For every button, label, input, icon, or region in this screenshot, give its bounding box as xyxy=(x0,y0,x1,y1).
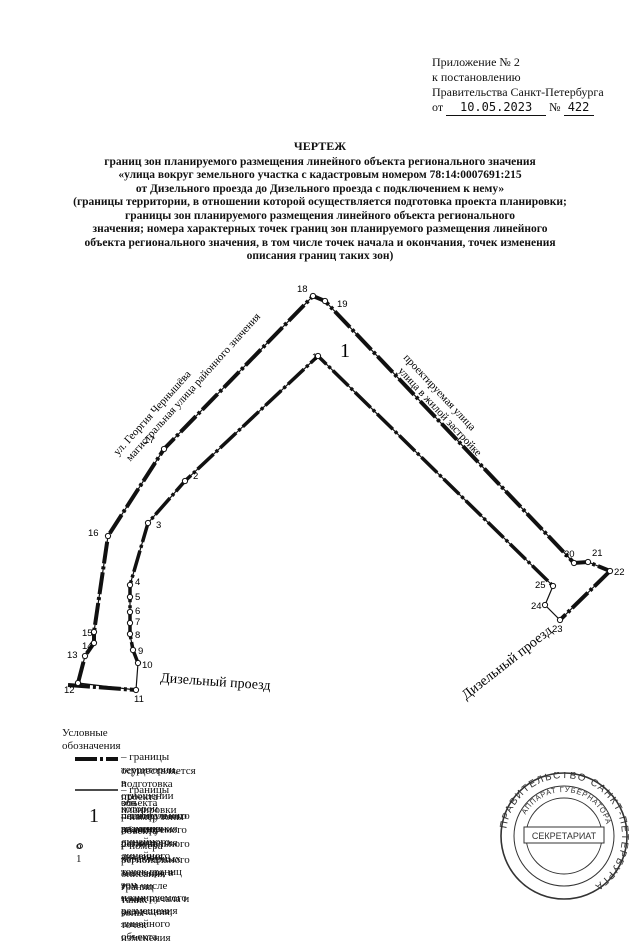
inner-point-marker xyxy=(181,477,189,485)
inner-point-label: 1 xyxy=(312,352,317,363)
outer-point-label: 14 xyxy=(82,641,93,652)
inner-point-marker xyxy=(556,616,564,624)
outer-point-label: 19 xyxy=(337,299,348,310)
inner-point-marker xyxy=(126,619,134,627)
legend-item4-symbol: о 1 xyxy=(76,840,82,865)
legend-item2-line2: объекта регионального значения xyxy=(121,797,190,835)
inner-point-marker xyxy=(134,659,142,667)
title-line6: значения; номера характерных точек грани… xyxy=(92,223,548,235)
inner-point-marker xyxy=(314,352,322,360)
road-bottom-label: Дизельный проезд xyxy=(160,671,271,694)
legend-item1-line2: осуществляется подготовка проекта планир… xyxy=(121,765,196,816)
outer-point-label: 16 xyxy=(88,528,99,539)
legend-item2-line1: – границы зон планируемого размещения ли… xyxy=(121,784,187,848)
appendix-line1: Приложение № 2 xyxy=(432,55,520,69)
title-line8: описания границ таких зон) xyxy=(246,250,394,262)
inner-point-label: 23 xyxy=(552,624,563,635)
inner-point-label: 3 xyxy=(156,520,161,531)
zone-boundary-inner-thick xyxy=(128,353,555,664)
zone-number: 1 xyxy=(340,340,350,362)
outer-point-label: 12 xyxy=(64,685,75,696)
title-heading: ЧЕРТЕЖ xyxy=(293,139,347,153)
appendix-from: от xyxy=(432,100,444,114)
inner-point-marker xyxy=(132,686,140,694)
title-line2: «улица вокруг земельного участка с кадас… xyxy=(118,169,522,181)
inner-point-marker xyxy=(129,646,137,654)
outer-point-marker xyxy=(160,445,168,453)
outer-point-label: 13 xyxy=(67,650,78,661)
title-line5: границы зон планируемого размещения лине… xyxy=(124,209,516,222)
road-right-label: Дизельный проезд xyxy=(459,623,555,703)
outer-point-label: 18 xyxy=(297,284,308,295)
inner-point-label: 25 xyxy=(535,580,546,591)
title-line7: объекта регионального значения, в том чи… xyxy=(84,236,556,249)
appendix-line3: Правительства Санкт-Петербурга xyxy=(432,85,604,99)
outer-point-label: 21 xyxy=(592,548,603,559)
inner-point-label: 9 xyxy=(138,646,143,657)
inner-point-marker xyxy=(126,608,134,616)
outer-point-marker xyxy=(104,532,112,540)
bottom-closing-line xyxy=(77,682,137,691)
outer-point-marker xyxy=(321,297,329,305)
title-line4: (границы территории, в отношении которой… xyxy=(73,196,567,208)
outer-point-marker xyxy=(606,567,614,575)
appendix-number: 422 xyxy=(563,100,594,116)
title-line1: границ зон планируемого размещения линей… xyxy=(104,155,536,168)
outer-point-marker xyxy=(81,652,89,660)
outer-point-label: 22 xyxy=(614,567,625,578)
appendix-block: Приложение № 2 к постановлению Правитель… xyxy=(432,55,604,116)
svg-text:СЕКРЕТАРИАТ: СЕКРЕТАРИАТ xyxy=(532,831,597,841)
boundary-drawing: 1 ул. Георгия Чернышёва магистральная ул… xyxy=(64,284,625,849)
legend-item4-line3: описания границ таких зоны xyxy=(121,868,166,919)
outer-point-label: 15 xyxy=(82,628,93,639)
outer-point-marker xyxy=(90,639,98,647)
outer-point-label: 20 xyxy=(564,549,575,560)
inner-point-marker xyxy=(144,519,152,527)
legend-item3-line1: – номер зоны планируемого размещения лин… xyxy=(121,811,187,862)
outer-point-marker xyxy=(309,292,317,300)
inner-point-marker xyxy=(126,593,134,601)
inner-point-label: 2 xyxy=(193,471,198,482)
appendix-date: 10.05.2023 xyxy=(446,100,547,116)
outer-point-marker xyxy=(90,628,98,636)
title-line3: от Дизельного проезда до Дизельного прое… xyxy=(135,182,505,195)
inner-point-label: 5 xyxy=(135,592,140,603)
inner-point-label: 6 xyxy=(135,606,140,617)
inner-point-marker xyxy=(541,601,549,609)
inner-point-marker xyxy=(549,582,557,590)
inner-point-label: 24 xyxy=(531,601,542,612)
inner-point-marker xyxy=(126,630,134,638)
inner-point-marker xyxy=(126,581,134,589)
appendix-date-line: от 10.05.2023 № 422 xyxy=(432,100,604,116)
outer-point-marker xyxy=(584,558,592,566)
inner-point-label: 4 xyxy=(135,577,140,588)
legend-item1-line1: – границы территории, в отношении которо… xyxy=(121,751,178,815)
official-seal: ПРАВИТЕЛЬСТВО САНКТ-ПЕТЕРБУРГА АППАРАТ Г… xyxy=(498,772,629,900)
inner-point-label: 10 xyxy=(142,660,153,671)
outer-point-label: 17 xyxy=(144,435,155,446)
legend-item3-line2: объекта регионального значения xyxy=(121,825,190,863)
document-title: ЧЕРТЕЖ границ зон планируемого размещени… xyxy=(40,139,600,264)
appendix-num-sign: № xyxy=(549,100,561,114)
outer-point-marker xyxy=(570,559,578,567)
inner-point-label: 7 xyxy=(135,617,140,628)
legend-point-symbol xyxy=(77,843,83,849)
inner-point-label: 8 xyxy=(135,630,140,641)
legend-heading: Условные обозначения xyxy=(62,727,121,752)
outer-point-marker xyxy=(74,679,82,687)
inner-point-label: 11 xyxy=(134,694,144,705)
legend-item3-symbol: 1 xyxy=(89,805,99,827)
appendix-line2: к постановлению xyxy=(432,70,521,84)
